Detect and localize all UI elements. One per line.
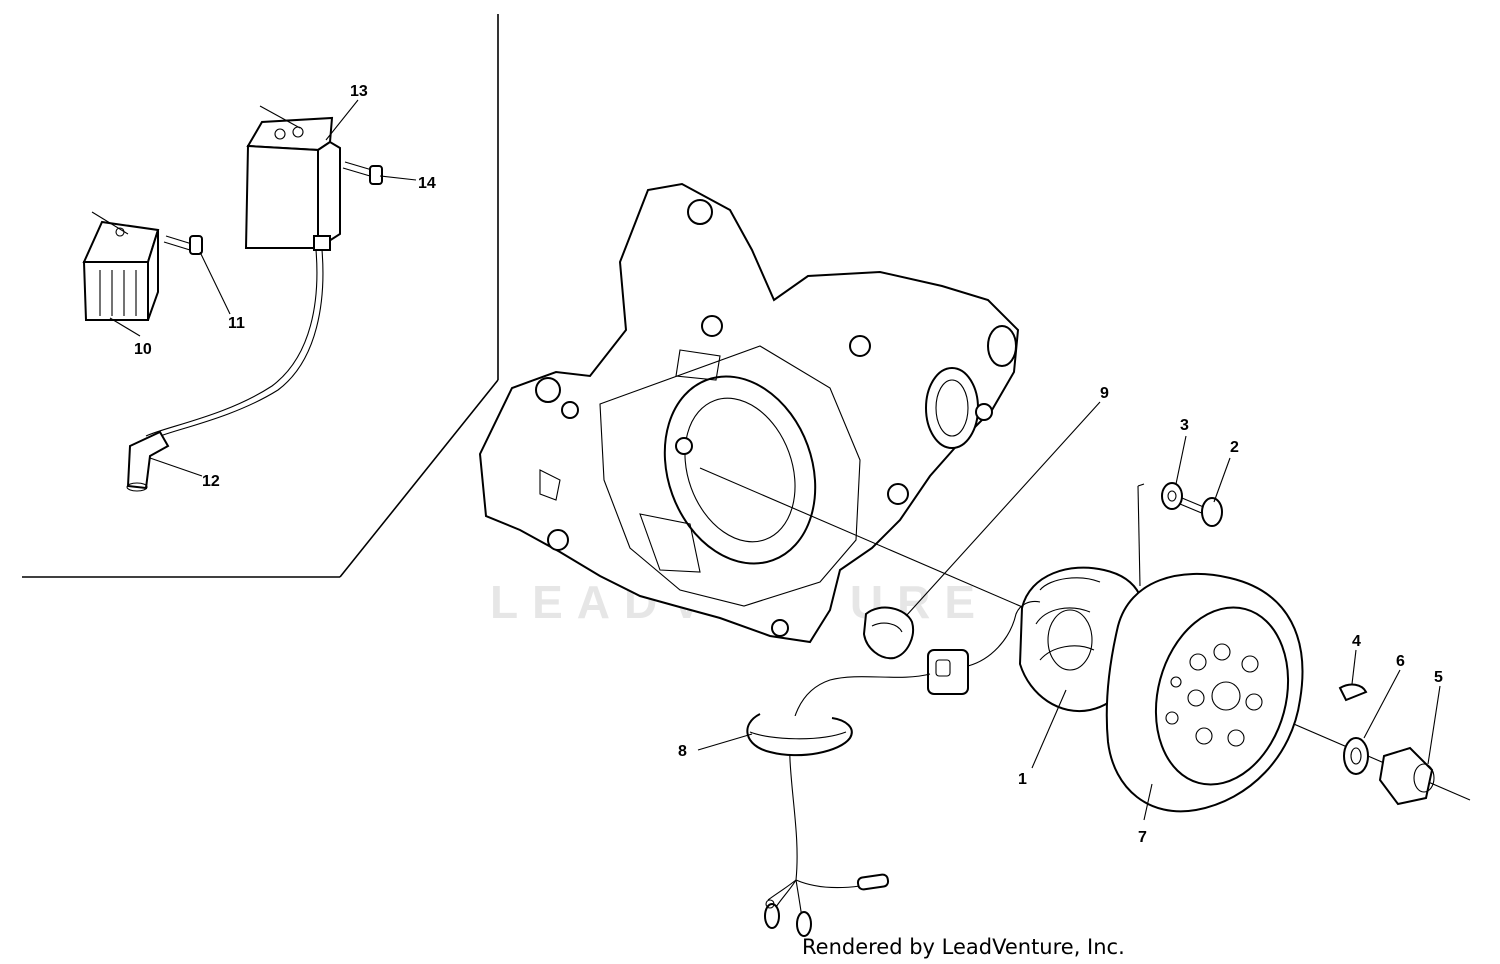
crankcase	[478, 182, 1020, 644]
callout-8: 8	[678, 743, 687, 760]
callout-10: 10	[134, 341, 152, 358]
washer-3	[1161, 482, 1183, 510]
callouts: 1 2 3 4 5 6 7 8 9 10 11 12 13 14	[134, 83, 1443, 846]
washer-6	[1343, 737, 1369, 775]
callout-1: 1	[1018, 771, 1027, 788]
woodruff-key	[1338, 683, 1368, 702]
screw-14	[342, 161, 383, 185]
inset-frame	[22, 14, 499, 578]
callout-11: 11	[228, 315, 245, 332]
voltage-regulator	[82, 220, 160, 321]
screw-2	[1179, 497, 1223, 527]
footer-credit: Rendered by LeadVenture, Inc.	[802, 935, 1125, 959]
callout-13: 13	[350, 83, 368, 100]
wiring-harness	[746, 600, 1041, 937]
callout-2: 2	[1230, 439, 1239, 456]
callout-3: 3	[1180, 417, 1189, 434]
callout-9: 9	[1100, 385, 1109, 402]
callout-6: 6	[1396, 653, 1405, 670]
callout-5: 5	[1434, 669, 1443, 686]
grommet	[862, 606, 914, 660]
callout-12: 12	[202, 473, 220, 490]
screw-11	[163, 235, 203, 255]
nut	[1378, 746, 1435, 806]
cdi-unit	[244, 116, 341, 251]
spark-plug-cap	[126, 249, 324, 492]
flywheel	[1105, 572, 1304, 813]
callout-4: 4	[1352, 633, 1361, 650]
callout-7: 7	[1138, 829, 1147, 846]
callout-14: 14	[418, 175, 436, 192]
leader-lines	[91, 99, 1441, 821]
